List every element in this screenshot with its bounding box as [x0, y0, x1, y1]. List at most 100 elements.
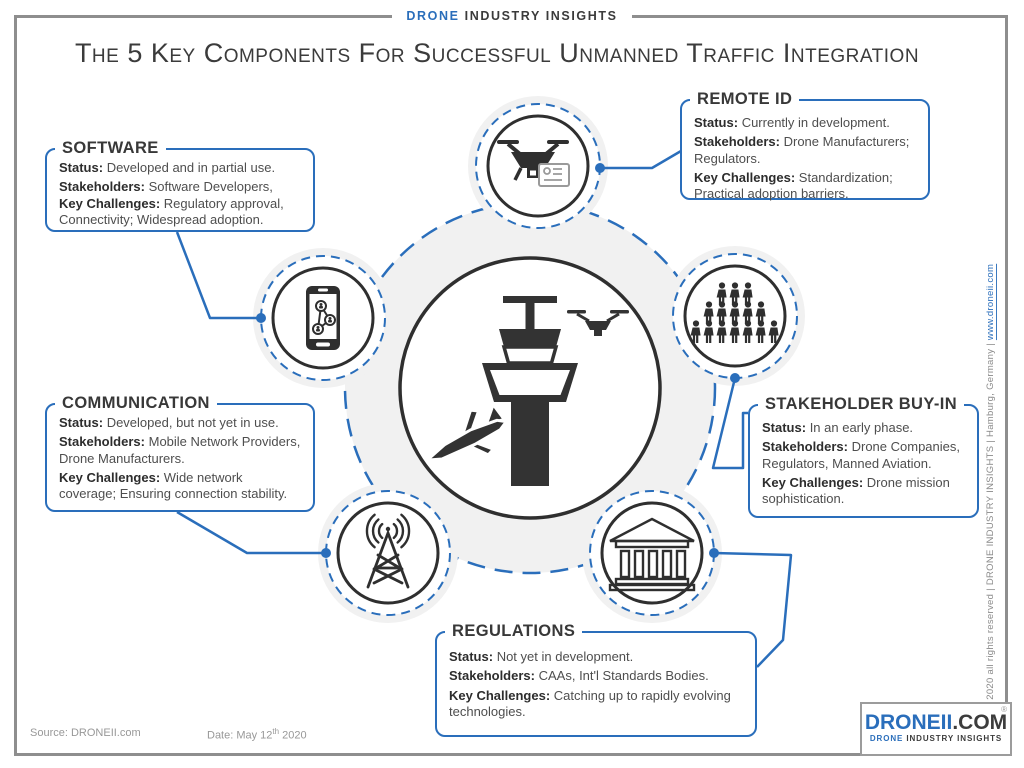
satellite-remote-id: [468, 96, 608, 236]
header: DRONE INDUSTRY INSIGHTS: [0, 5, 1024, 27]
challenges-label: Key Challenges:: [59, 469, 161, 485]
stakeholders-value: CAAs, Int'l Standards Bodies.: [538, 668, 709, 684]
stakeholders-value: Drone Manufacturers; Regulators.: [694, 134, 910, 166]
droneii-logo: ® DRONEII.COM DRONE INDUSTRY INSIGHTS: [860, 702, 1012, 756]
connector-dot-software: [256, 313, 266, 323]
connector-regulations: [713, 551, 793, 668]
component-title: SOFTWARE: [55, 139, 166, 158]
connector-dot-stakeholder: [730, 373, 740, 383]
challenges-value: Wide network coverage; Ensuring connecti…: [59, 469, 288, 501]
challenges-value: Standardization; Practical adoption barr…: [694, 169, 893, 201]
stakeholders-entry: Stakeholders: Software Developers,: [59, 179, 301, 195]
status-entry: Status: Developed, but not yet in use.: [59, 415, 301, 431]
brand-wordmark: DRONE INDUSTRY INSIGHTS: [392, 5, 632, 27]
status-entry: Status: Developed and in partial use.: [59, 160, 301, 176]
drone-icon: [567, 310, 629, 336]
radio-tower-icon: [365, 513, 411, 589]
stakeholders-label: Stakeholders:: [59, 179, 145, 195]
status-value: Developed, but not yet in use.: [106, 415, 279, 430]
airport-tower-icon: [425, 296, 629, 486]
component-box-remote-id: REMOTE ID Status: Currently in developme…: [680, 90, 930, 203]
status-label: Status:: [449, 649, 494, 664]
droneii-link[interactable]: www.droneii.com: [985, 263, 996, 341]
logo-sub-rest: INDUSTRY INSIGHTS: [903, 734, 1003, 743]
stakeholders-entry: Stakeholders: CAAs, Int'l Standards Bodi…: [449, 668, 743, 684]
id-card-icon: [538, 163, 570, 187]
stakeholders-entry: Stakeholders: Mobile Network Providers, …: [59, 434, 301, 467]
page-title: The 5 Key Components For Successful Unma…: [74, 38, 920, 68]
satellite-communication: [318, 483, 458, 623]
challenges-value: Catching up to rapidly evolving technolo…: [449, 687, 731, 719]
component-title: COMMUNICATION: [55, 394, 217, 413]
status-label: Status:: [694, 115, 739, 130]
logo-subtitle: DRONE INDUSTRY INSIGHTS: [862, 734, 1010, 743]
challenges-label: Key Challenges:: [762, 474, 864, 490]
satellite-software: [253, 248, 393, 388]
component-title: STAKEHOLDER BUY-IN: [758, 395, 965, 414]
challenges-entry: Key Challenges: Catching up to rapidly e…: [449, 688, 743, 721]
stakeholders-entry: Stakeholders: Drone Manufacturers; Regul…: [694, 134, 916, 167]
trademark-icon: ®: [1001, 705, 1007, 714]
stakeholders-label: Stakeholders:: [59, 434, 145, 450]
challenges-value: Drone mission sophistication.: [762, 474, 950, 506]
component-box-regulations: REGULATIONS Status: Not yet in developme…: [435, 622, 757, 737]
challenges-label: Key Challenges:: [694, 169, 796, 185]
stakeholders-value: Software Developers,: [148, 179, 273, 195]
challenges-value: Regulatory approval, Connectivity; Wides…: [59, 195, 284, 227]
vertical-credit-text: © 2020 all rights reserved | DRONE INDUS…: [985, 340, 996, 714]
vertical-credit: © 2020 all rights reserved | DRONE INDUS…: [985, 240, 1003, 714]
stakeholders-entry: Stakeholders: Drone Companies, Regulator…: [762, 439, 965, 472]
status-value: In an early phase.: [809, 420, 914, 435]
stakeholders-label: Stakeholders:: [694, 134, 780, 150]
connector-dot-communication: [321, 548, 331, 558]
status-value: Developed and in partial use.: [106, 160, 276, 175]
connector-communication: [176, 510, 326, 555]
connector-dot-regulations: [709, 548, 719, 558]
logo-sub-drone: DRONE: [869, 734, 904, 743]
footer-date-ordinal: th: [272, 727, 280, 736]
stakeholders-label: Stakeholders:: [762, 439, 848, 455]
stakeholders-label: Stakeholders:: [449, 668, 535, 684]
connector-software: [175, 231, 261, 320]
satellite-regulations: [582, 483, 722, 623]
brand-industry-insights: INDUSTRY INSIGHTS: [459, 9, 618, 23]
footer-date: Date: May 12th 2020: [207, 727, 307, 742]
component-box-communication: COMMUNICATION Status: Developed, but not…: [45, 394, 315, 512]
phone-share-icon: [306, 286, 340, 350]
status-entry: Status: Not yet in development.: [449, 649, 743, 665]
drone-with-id-card-icon: [497, 140, 570, 187]
component-title: REGULATIONS: [445, 622, 583, 641]
status-entry: Status: In an early phase.: [762, 420, 965, 436]
footer-date-year: 2020: [279, 729, 307, 742]
challenges-label: Key Challenges:: [449, 687, 551, 703]
component-box-stakeholder-buyin: STAKEHOLDER BUY-IN Status: In an early p…: [748, 395, 979, 518]
satellite-stakeholder-buyin: [665, 246, 805, 386]
challenges-entry: Key Challenges: Drone mission sophistica…: [762, 475, 965, 508]
challenges-label: Key Challenges:: [59, 195, 161, 211]
footer-source: Source: DRONEII.com: [30, 727, 141, 739]
footer-date-prefix: Date: May 12: [207, 729, 273, 742]
stakeholders-value: Drone Companies, Regulators, Manned Avia…: [762, 439, 960, 471]
connector-remote-id: [600, 149, 682, 170]
challenges-entry: Key Challenges: Wide network coverage; E…: [59, 470, 301, 503]
connector-stakeholder: [711, 377, 748, 470]
airplane-icon: [425, 402, 508, 462]
component-title: REMOTE ID: [690, 90, 800, 109]
logo-main: DRONEII.COM: [862, 712, 1010, 734]
status-label: Status:: [762, 420, 807, 435]
status-label: Status:: [59, 415, 104, 430]
logo-com: .COM: [952, 711, 1008, 734]
status-entry: Status: Currently in development.: [694, 115, 916, 131]
status-label: Status:: [59, 160, 104, 175]
logo-droneii: DRONEII: [864, 711, 953, 734]
government-building-icon: [608, 517, 696, 592]
challenges-entry: Key Challenges: Regulatory approval, Con…: [59, 196, 301, 229]
connector-dot-remote-id: [595, 163, 605, 173]
challenges-entry: Key Challenges: Standardization; Practic…: [694, 170, 916, 203]
component-box-software: SOFTWARE Status: Developed and in partia…: [45, 139, 315, 232]
status-value: Currently in development.: [741, 115, 890, 130]
brand-drone: DRONE: [406, 9, 460, 23]
status-value: Not yet in development.: [496, 649, 634, 664]
